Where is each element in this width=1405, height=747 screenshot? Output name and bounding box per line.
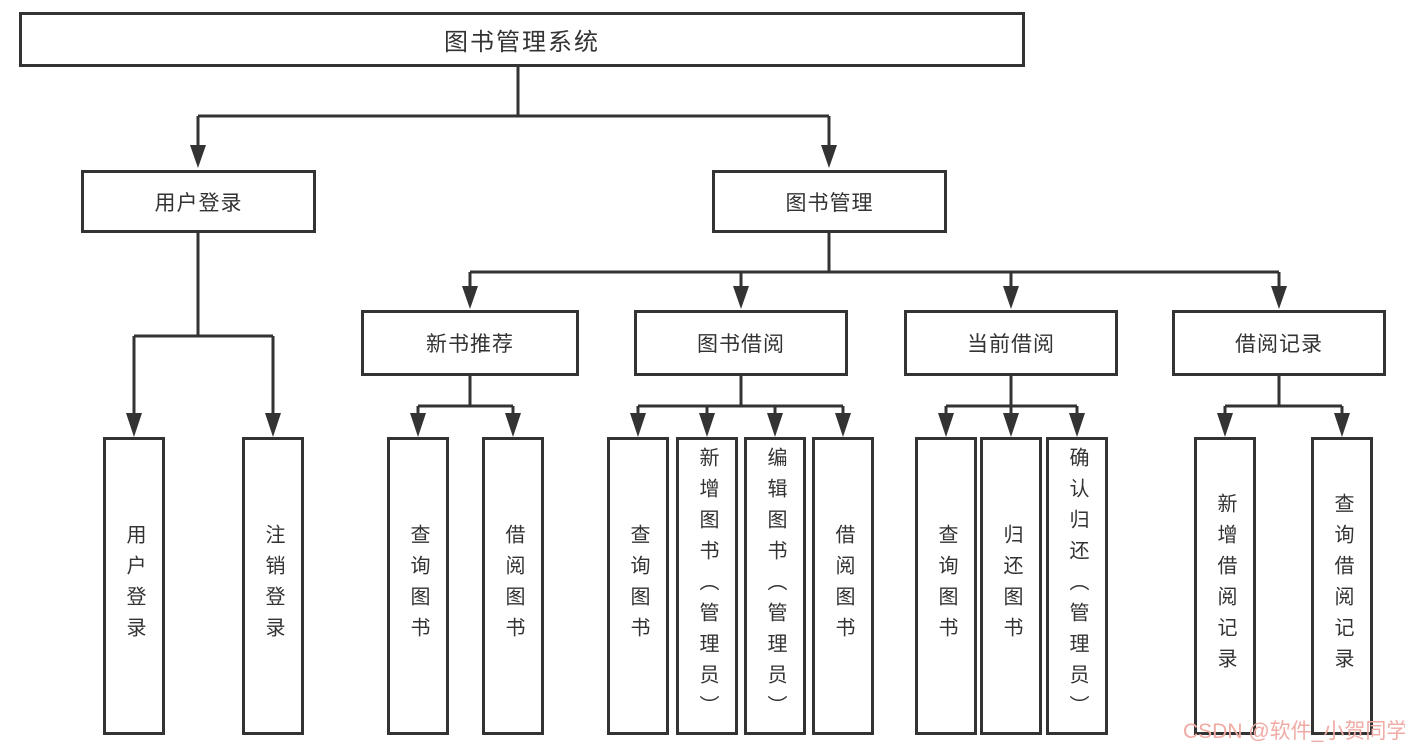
leaf-add-book-admin: 新增图书（管理员） bbox=[676, 437, 738, 735]
node-new-book-recommend-label: 新书推荐 bbox=[426, 333, 514, 356]
node-book-borrow: 图书借阅 bbox=[634, 310, 848, 376]
node-borrow-records-label: 借阅记录 bbox=[1235, 333, 1323, 356]
node-user-login-label: 用户登录 bbox=[154, 191, 243, 215]
leaf-query-books-current-label: 查询图书 bbox=[935, 524, 957, 648]
leaf-add-borrow-record-label: 新增借阅记录 bbox=[1214, 493, 1236, 679]
leaf-logout-label: 注销登录 bbox=[262, 524, 284, 648]
node-book-management-label: 图书管理 bbox=[785, 191, 874, 215]
leaf-borrow-books: 借阅图书 bbox=[812, 437, 874, 735]
leaf-add-book-admin-label: 新增图书（管理员） bbox=[696, 446, 718, 726]
node-book-borrow-label: 图书借阅 bbox=[697, 333, 785, 356]
leaf-user-login: 用户登录 bbox=[103, 437, 165, 735]
leaf-query-books-recommend: 查询图书 bbox=[387, 437, 449, 735]
node-library-system: 图书管理系统 bbox=[19, 12, 1025, 67]
leaf-borrow-books-recommend: 借阅图书 bbox=[482, 437, 544, 735]
leaf-edit-book-admin-label: 编辑图书（管理员） bbox=[764, 446, 786, 726]
leaf-borrow-books-label: 借阅图书 bbox=[832, 524, 854, 648]
node-user-login: 用户登录 bbox=[81, 170, 316, 233]
leaf-user-login-label: 用户登录 bbox=[123, 524, 145, 648]
leaf-query-books-borrow: 查询图书 bbox=[607, 437, 669, 735]
arrowheads bbox=[126, 145, 1350, 437]
leaf-add-borrow-record: 新增借阅记录 bbox=[1194, 437, 1256, 735]
leaf-confirm-return-admin-label: 确认归还（管理员） bbox=[1066, 446, 1088, 726]
leaf-query-books-borrow-label: 查询图书 bbox=[627, 524, 649, 648]
leaf-confirm-return-admin: 确认归还（管理员） bbox=[1046, 437, 1108, 735]
node-borrow-records: 借阅记录 bbox=[1172, 310, 1386, 376]
leaf-return-books: 归还图书 bbox=[980, 437, 1042, 735]
leaf-query-books-current: 查询图书 bbox=[915, 437, 977, 735]
node-book-management: 图书管理 bbox=[712, 170, 947, 233]
leaf-edit-book-admin: 编辑图书（管理员） bbox=[744, 437, 806, 735]
node-library-system-label: 图书管理系统 bbox=[444, 29, 600, 56]
leaf-query-books-recommend-label: 查询图书 bbox=[407, 524, 429, 648]
watermark-text: CSDN @软件_小贺同学 bbox=[1183, 720, 1405, 743]
leaf-query-borrow-record-label: 查询借阅记录 bbox=[1331, 493, 1353, 679]
node-new-book-recommend: 新书推荐 bbox=[361, 310, 579, 376]
leaf-query-borrow-record: 查询借阅记录 bbox=[1311, 437, 1373, 735]
leaf-return-books-label: 归还图书 bbox=[1000, 524, 1022, 648]
leaf-borrow-books-recommend-label: 借阅图书 bbox=[502, 524, 524, 648]
leaf-logout: 注销登录 bbox=[242, 437, 304, 735]
node-current-borrow-label: 当前借阅 bbox=[967, 333, 1055, 356]
node-current-borrow: 当前借阅 bbox=[904, 310, 1118, 376]
